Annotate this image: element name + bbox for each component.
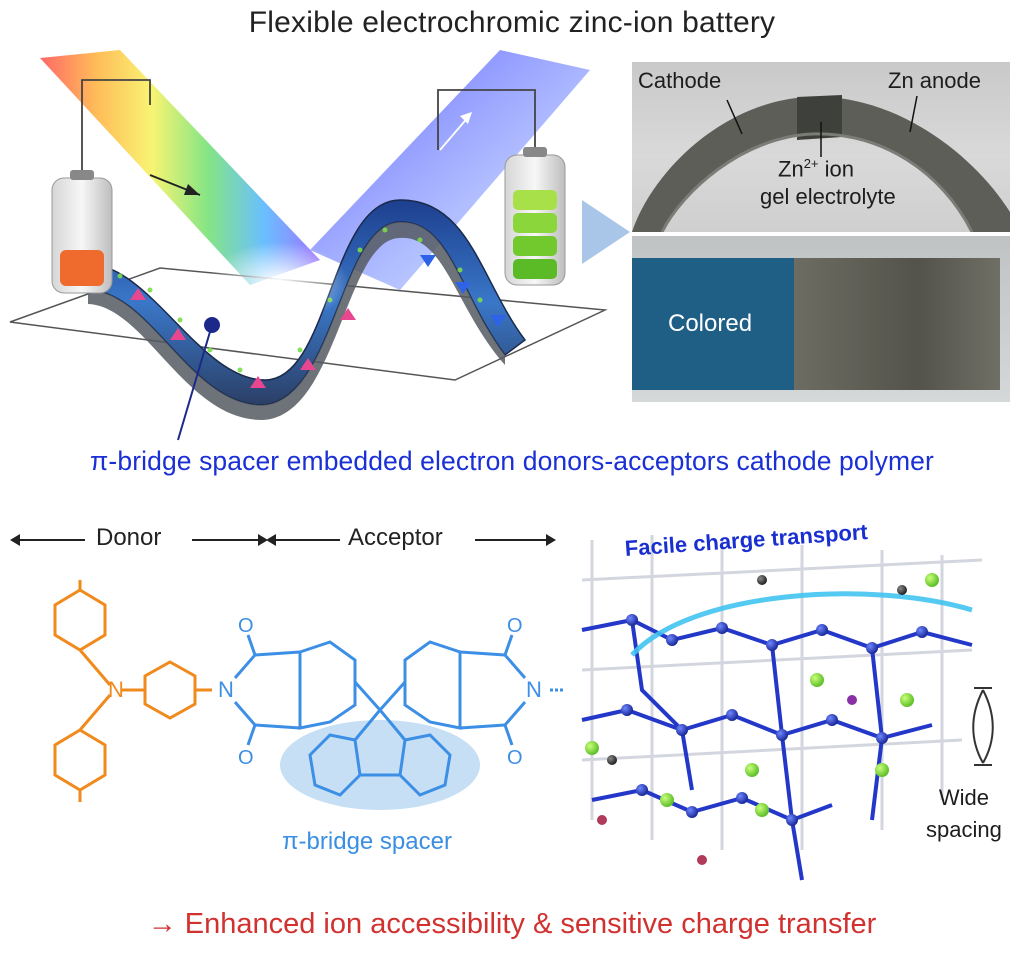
light-flash <box>208 242 348 322</box>
cathode-label: Cathode <box>638 68 722 93</box>
colored-label: Colored <box>668 310 753 337</box>
rainbow-light-beam <box>40 50 320 285</box>
flexible-film <box>87 199 527 406</box>
transport-path <box>630 591 973 657</box>
chemical-structure: N N N O O O O <box>53 580 565 810</box>
figure-title: Flexible electrochromic zinc-ion battery <box>248 6 776 39</box>
acceptor-n-right: N <box>526 677 542 702</box>
right-battery-icon <box>504 147 566 286</box>
donor-n-atom: N <box>108 677 124 702</box>
battery-illustration <box>9 50 608 441</box>
ion-particles <box>117 227 483 373</box>
wide-label-line2: spacing <box>926 817 1002 842</box>
acceptor-o-4: O <box>507 747 523 769</box>
anode-region <box>794 258 1000 390</box>
acceptor-molecule <box>233 634 565 797</box>
left-wire <box>81 79 151 190</box>
blue-arrows <box>420 255 506 327</box>
acceptor-o-2: O <box>238 747 254 769</box>
zn-anode-label: Zn anode <box>888 68 981 93</box>
gel-electrolyte-label: gel electrolyte <box>760 184 896 209</box>
atoms <box>585 573 939 865</box>
spacer-highlight <box>280 720 480 810</box>
wide-spacing-label: Wide spacing <box>926 782 1002 846</box>
battery-photo: Cathode Zn anode Zn2+ ion gel electrolyt… <box>632 62 1010 232</box>
left-battery-icon <box>51 170 113 294</box>
pi-bridge-spacer-label: π-bridge spacer <box>282 828 452 855</box>
acceptor-label: Acceptor <box>348 524 443 551</box>
conclusion-text: → Enhanced ion accessibility & sensitive… <box>147 908 877 940</box>
right-wire <box>437 89 536 160</box>
polymer-subtitle: π-bridge spacer embedded electron donors… <box>90 446 934 476</box>
acceptor-o-1: O <box>238 615 254 637</box>
donor-label: Donor <box>96 524 162 551</box>
right-chevron-icon <box>582 200 630 264</box>
molecular-simulation <box>572 520 1012 900</box>
wide-spacing-bracket <box>972 687 994 766</box>
colored-battery-photo: Colored <box>632 236 1010 402</box>
donor-acceptor-arrows <box>10 534 556 546</box>
wide-label-line1: Wide <box>938 785 989 810</box>
donor-molecule <box>53 580 212 802</box>
acceptor-n-left: N <box>218 677 234 702</box>
colored-region <box>632 258 794 390</box>
zn-ion-label: Zn2+ ion <box>778 156 854 182</box>
acceptor-o-3: O <box>507 615 523 637</box>
pink-arrows <box>130 288 356 388</box>
